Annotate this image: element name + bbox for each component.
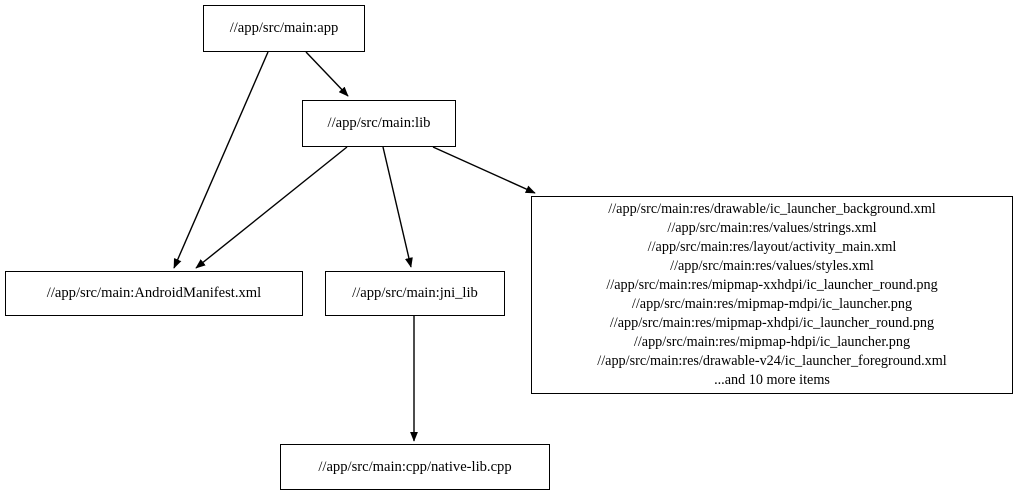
graph-node-res-group-label: //app/src/main:res/drawable/ic_launcher_… (597, 200, 947, 389)
graph-node-app-label: //app/src/main:app (229, 20, 339, 36)
graph-node-app[interactable]: //app/src/main:app (203, 5, 365, 52)
graph-node-lib[interactable]: //app/src/main:lib (302, 100, 456, 147)
graph-node-jni-lib-label: //app/src/main:jni_lib (352, 285, 478, 301)
graph-node-res-group[interactable]: //app/src/main:res/drawable/ic_launcher_… (531, 196, 1013, 394)
edge-lib-to-manifest (195, 146, 348, 269)
graph-node-android-manifest-label: //app/src/main:AndroidManifest.xml (46, 285, 262, 301)
edge-lib-to-jni-lib (382, 146, 413, 268)
graph-node-android-manifest[interactable]: //app/src/main:AndroidManifest.xml (5, 271, 303, 316)
edge-app-to-lib (305, 51, 349, 97)
edge-app-to-manifest (173, 51, 269, 269)
graph-node-lib-label: //app/src/main:lib (327, 115, 431, 131)
edge-lib-to-res (432, 146, 536, 194)
graph-node-native-lib-cpp-label: //app/src/main:cpp/native-lib.cpp (318, 458, 512, 475)
graph-node-native-lib-cpp[interactable]: //app/src/main:cpp/native-lib.cpp (280, 444, 550, 490)
graph-node-jni-lib[interactable]: //app/src/main:jni_lib (325, 271, 505, 316)
